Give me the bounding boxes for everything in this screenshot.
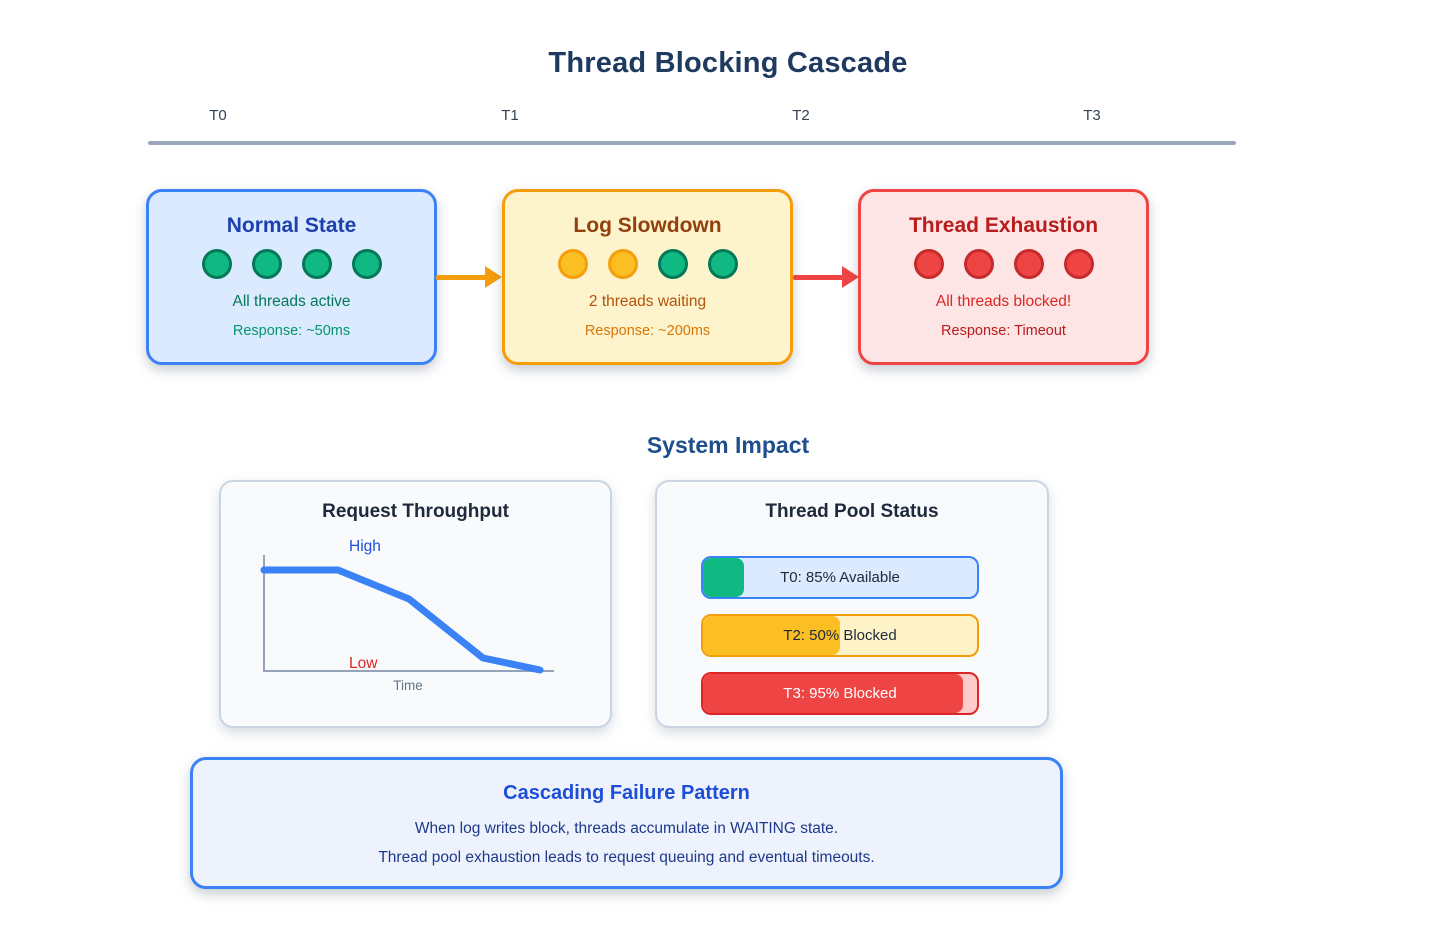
pool-bar-fill	[703, 558, 745, 597]
stage-log-slowdown: Log Slowdown 2 threads waiting Response:…	[502, 189, 793, 365]
stage-title: Thread Exhaustion	[908, 214, 1099, 237]
y-axis-low-label: Low	[349, 655, 378, 672]
pool-bar-fill	[703, 616, 840, 655]
stage-status-text: 2 threads waiting	[588, 293, 707, 310]
green-thread-dot-icon	[251, 249, 282, 279]
y-axis-high-label: High	[349, 538, 381, 555]
stage-normal-state: Normal State All threads active Response…	[146, 189, 437, 365]
thread-pool-status-panel: Thread Pool Status T0: 85% Available T2:…	[655, 480, 1049, 728]
system-impact-heading: System Impact	[646, 432, 810, 459]
pool-bar-label: T3: 95% Blocked	[783, 685, 897, 702]
green-thread-dot-icon	[707, 249, 738, 279]
stage-title: Normal State	[226, 214, 357, 237]
arrow-head-icon	[842, 266, 859, 288]
pool-bar-label: T2: 50% Blocked	[783, 627, 897, 644]
pool-bar-t3: T3: 95% Blocked	[701, 672, 979, 715]
amber-thread-dot-icon	[607, 249, 638, 279]
timeline-label-t0: T0	[209, 107, 227, 124]
stage-thread-exhaustion: Thread Exhaustion All threads blocked! R…	[858, 189, 1149, 365]
pool-bar-fill	[703, 674, 964, 713]
pool-bar-label: T0: 85% Available	[780, 569, 900, 586]
thread-dots-row	[201, 249, 382, 279]
green-thread-dot-icon	[657, 249, 688, 279]
panel-title: Request Throughput	[322, 501, 509, 522]
green-thread-dot-icon	[201, 249, 232, 279]
timeline-axis-line	[148, 141, 1236, 145]
panel-title: Thread Pool Status	[765, 501, 939, 522]
pool-bar-t2: T2: 50% Blocked	[701, 614, 979, 657]
red-thread-dot-icon	[963, 249, 994, 279]
red-thread-dot-icon	[913, 249, 944, 279]
stage-title: Log Slowdown	[573, 214, 722, 237]
callout-title: Cascading Failure Pattern	[503, 782, 750, 804]
timeline-label-t3: T3	[1083, 107, 1101, 124]
stage-response-text: Response: ~50ms	[232, 323, 351, 339]
green-thread-dot-icon	[301, 249, 332, 279]
callout-body-line-1: When log writes block, threads accumulat…	[414, 820, 839, 837]
red-thread-dot-icon	[1063, 249, 1094, 279]
stage-response-text: Response: Timeout	[941, 323, 1066, 339]
stage-status-text: All threads blocked!	[935, 293, 1072, 310]
stage-status-text: All threads active	[232, 293, 351, 310]
timeline-label-t2: T2	[792, 107, 810, 124]
arrow-shaft	[793, 274, 845, 280]
thread-dots-row	[557, 249, 738, 279]
green-thread-dot-icon	[351, 249, 382, 279]
thread-dots-row	[913, 249, 1094, 279]
throughput-line-chart	[260, 555, 554, 674]
thread-pool-bars: T0: 85% Available T2: 50% Blocked T3: 95…	[701, 556, 979, 715]
request-throughput-panel: Request Throughput	[219, 480, 612, 728]
page-title: Thread Blocking Cascade	[548, 47, 908, 80]
stage-response-text: Response: ~200ms	[584, 323, 711, 339]
x-axis-time-label: Time	[393, 678, 423, 693]
arrow-normal-to-slowdown	[436, 266, 502, 288]
callout-body-line-2: Thread pool exhaustion leads to request …	[378, 849, 875, 866]
throughput-line	[260, 566, 544, 674]
chart-axes	[263, 555, 554, 672]
timeline-label-t1: T1	[501, 107, 519, 124]
red-thread-dot-icon	[1013, 249, 1044, 279]
arrow-head-icon	[485, 266, 502, 288]
arrow-shaft	[436, 274, 488, 280]
arrow-slowdown-to-exhaustion	[793, 266, 859, 288]
cascading-failure-callout: Cascading Failure Pattern When log write…	[190, 757, 1063, 889]
pool-bar-t0: T0: 85% Available	[701, 556, 979, 599]
amber-thread-dot-icon	[557, 249, 588, 279]
